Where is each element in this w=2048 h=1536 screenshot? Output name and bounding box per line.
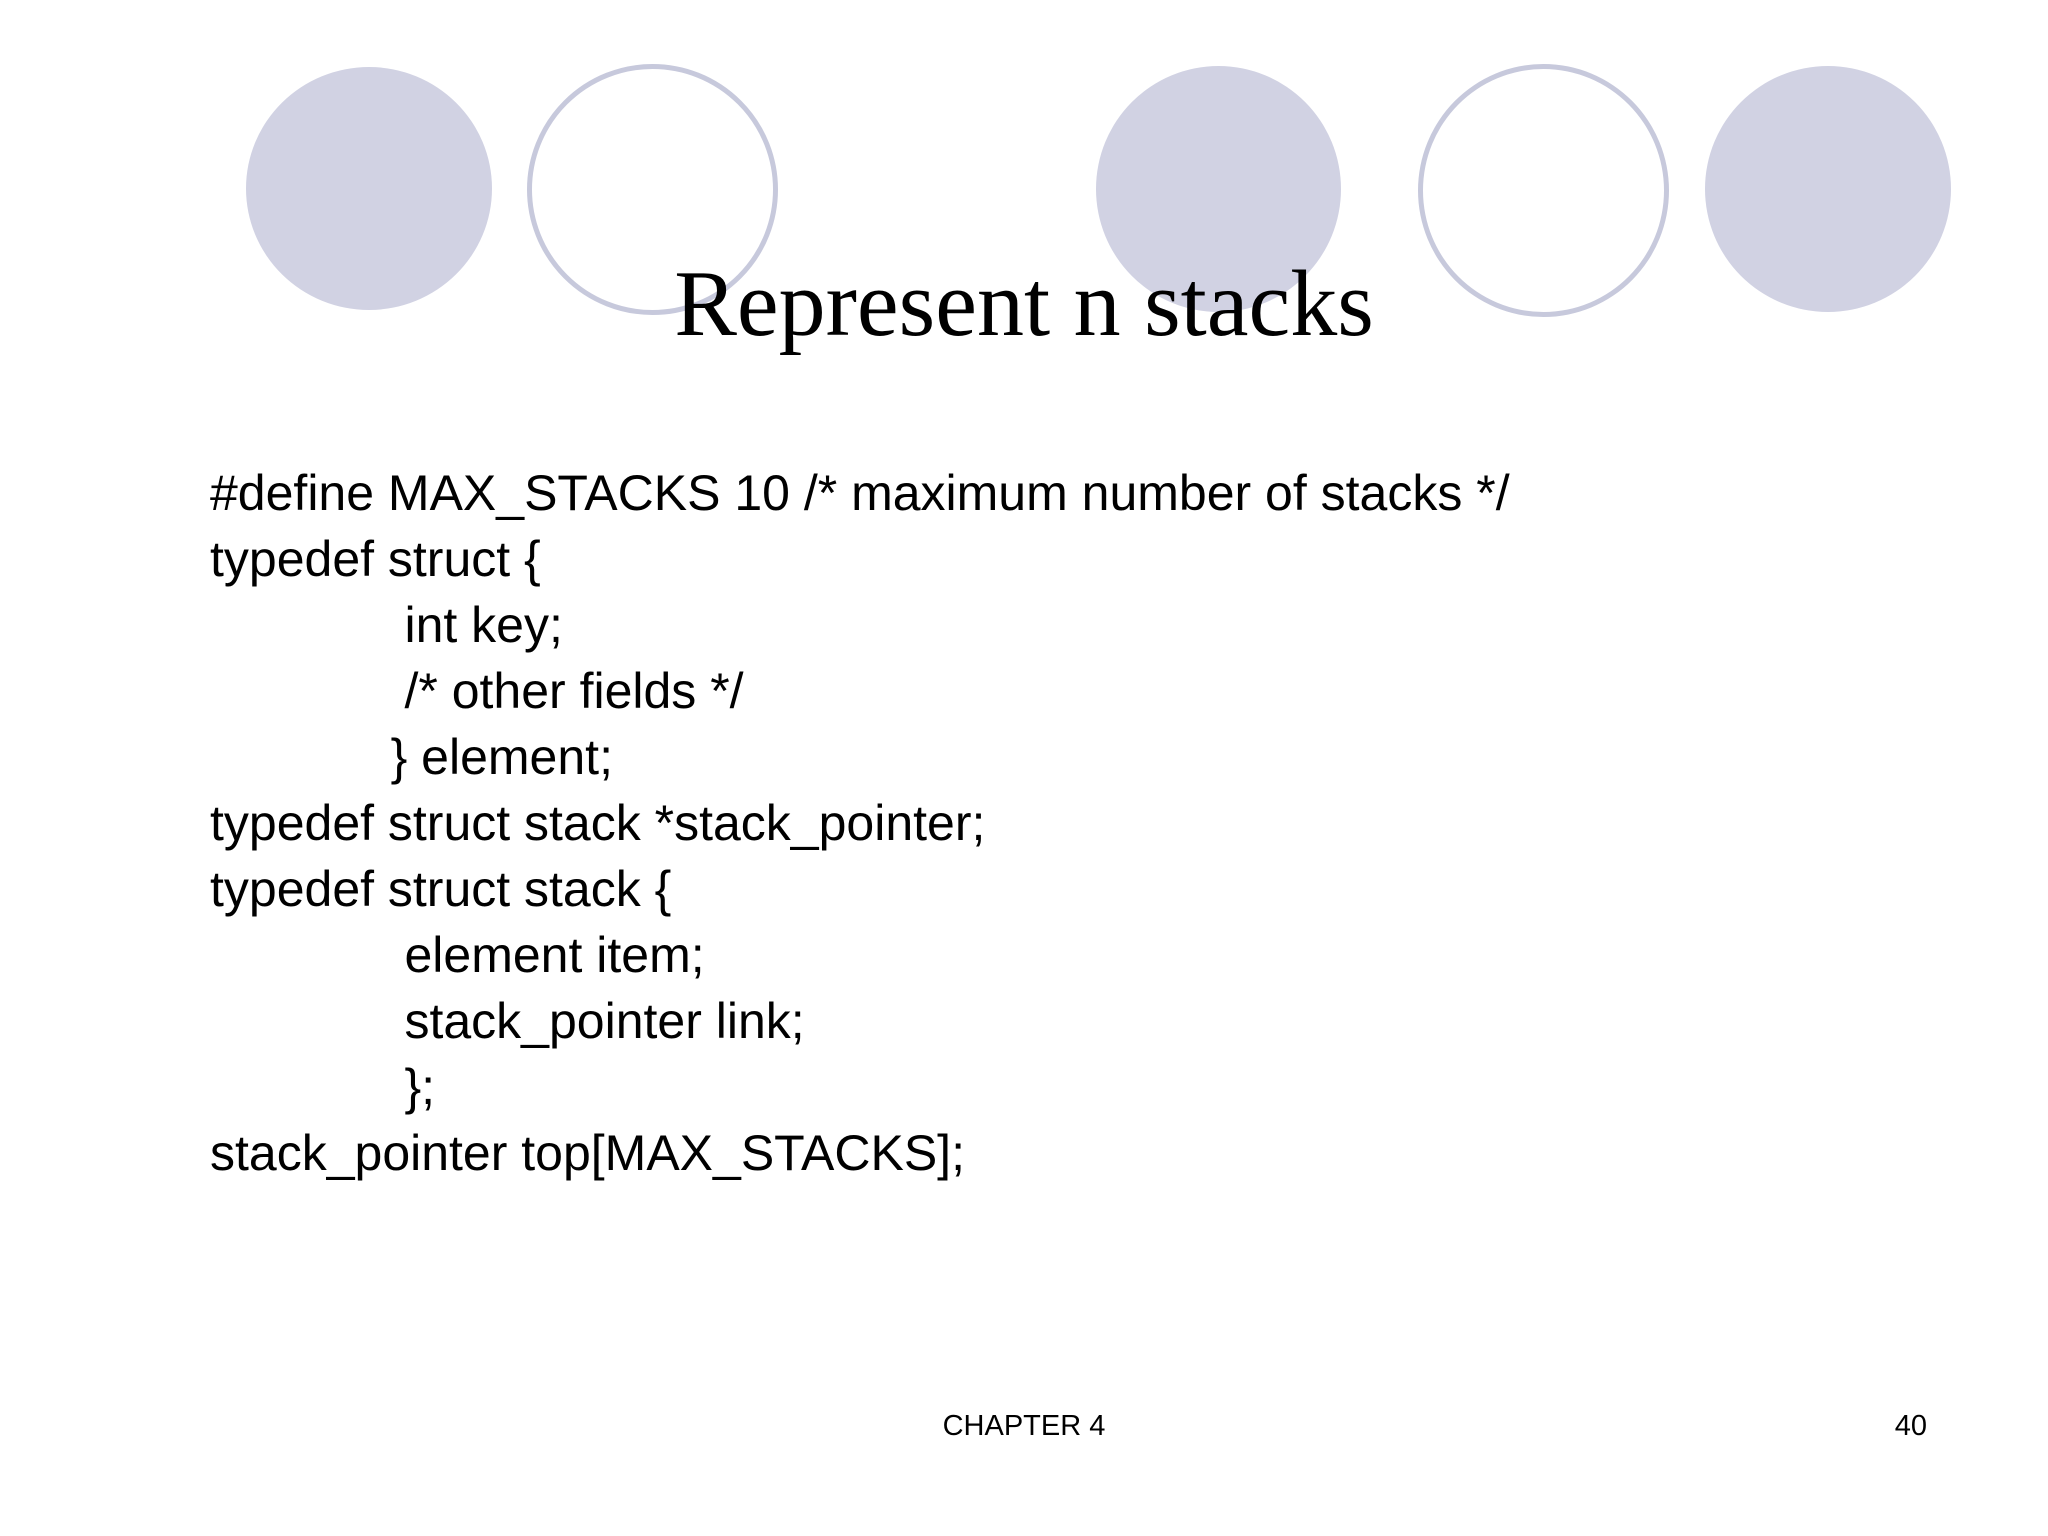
slide-title: Represent n stacks [674,252,1374,356]
footer-chapter-label: CHAPTER 4 [942,1410,1106,1442]
code-line: stack_pointer link; [210,993,805,1049]
code-line: typedef struct { [210,531,541,587]
code-block: #define MAX_STACKS 10 /* maximum number … [210,460,1510,1186]
code-line: /* other fields */ [210,663,744,719]
decorative-circle-filled-2 [1096,66,1341,312]
code-line: } element; [210,729,613,785]
decorative-circle-filled-1 [246,67,492,310]
code-line: #define MAX_STACKS 10 /* maximum number … [210,465,1510,521]
code-line: stack_pointer top[MAX_STACKS]; [210,1125,965,1181]
decorative-circle-outlined-2 [1418,64,1669,317]
code-line: typedef struct stack *stack_pointer; [210,795,986,851]
decorative-circle-filled-3 [1705,66,1951,312]
code-line: }; [210,1059,436,1115]
decorative-circle-outlined-1 [527,64,778,315]
code-line: typedef struct stack { [210,861,672,917]
footer-page-number: 40 [1894,1410,1927,1442]
code-line: element item; [210,927,705,983]
code-line: int key; [210,597,563,653]
